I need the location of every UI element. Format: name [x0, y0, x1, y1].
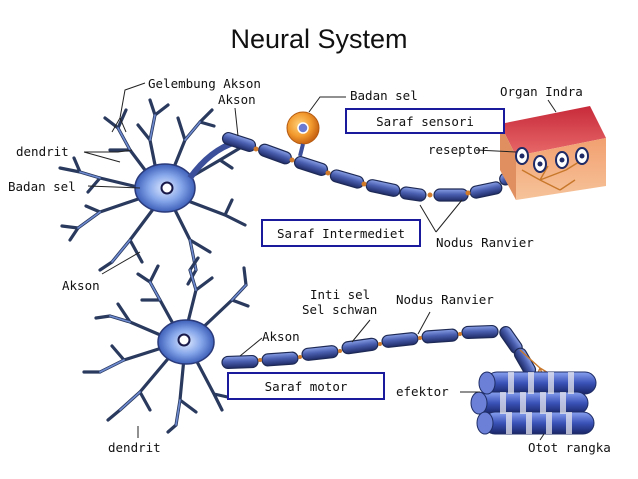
label-reseptor: reseptor	[428, 142, 489, 157]
receptors	[515, 147, 589, 173]
label-dendrit-top: dendrit	[16, 144, 69, 159]
label-inti-sel: Inti sel	[310, 287, 370, 302]
label-badan-sel-top: Badan sel	[350, 88, 418, 103]
skeletal-muscle	[470, 371, 597, 435]
label-akson-top: Akson	[218, 92, 256, 107]
saraf-intermediet-label: Saraf Intermediet	[277, 226, 405, 241]
label-gelembung-akson: Gelembung Akson	[148, 76, 261, 91]
saraf-intermediet-box	[261, 219, 421, 247]
label-organ-indra: Organ Indra	[500, 84, 583, 99]
label-akson-bottom: Akson	[262, 329, 300, 344]
label-otot-rangka: Otot rangka	[528, 440, 611, 455]
label-efektor: efektor	[396, 384, 449, 399]
diagram-title: Neural System	[230, 24, 407, 54]
bottom-nucleus	[177, 333, 191, 347]
schwann-stalk	[298, 143, 305, 157]
top-nucleus	[160, 181, 174, 195]
saraf-motor-label: Saraf motor	[265, 379, 348, 394]
saraf-sensori-box	[345, 108, 505, 134]
label-akson-left: Akson	[62, 278, 100, 293]
label-badan-sel-left: Badan sel	[8, 179, 76, 194]
schwann-nucleus	[297, 122, 309, 134]
label-nodus-ranvier-bottom: Nodus Ranvier	[396, 292, 494, 307]
saraf-motor-box	[227, 372, 385, 400]
label-nodus-ranvier-top: Nodus Ranvier	[436, 235, 534, 250]
label-dendrit-bottom: dendrit	[108, 440, 161, 455]
label-sel-schwan: Sel schwan	[302, 302, 377, 317]
bottom-axon	[221, 324, 537, 377]
top-neuron-dendrites	[58, 98, 247, 286]
leader-lines	[83, 82, 557, 441]
saraf-sensori-label: Saraf sensori	[376, 114, 474, 129]
bottom-neuron-dendrites	[82, 256, 250, 434]
top-axon	[187, 132, 525, 202]
